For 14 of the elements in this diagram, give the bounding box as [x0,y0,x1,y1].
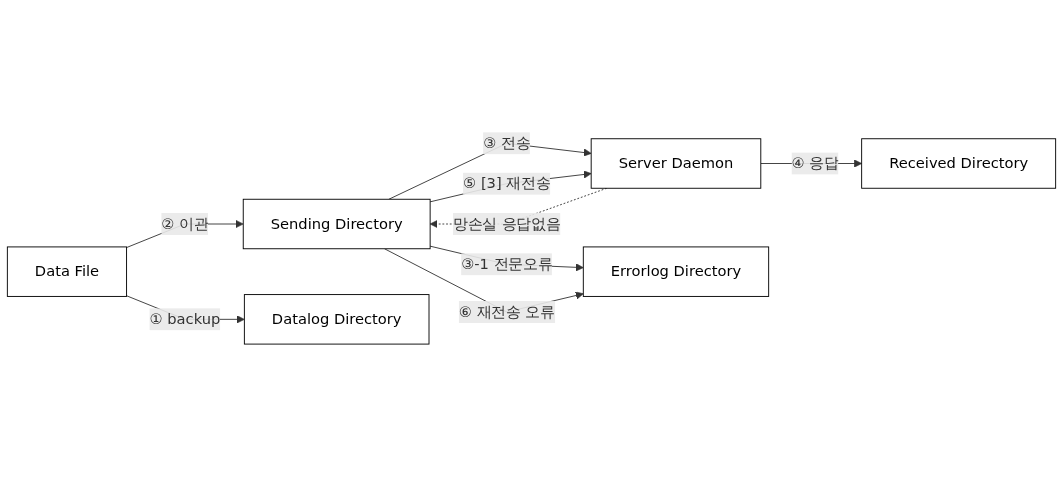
edge-label: ⑤ [3] 재전송 [463,174,551,193]
node-box: Data File [6,246,128,298]
node-box: Errorlog Directory [582,246,770,298]
edge-label: ② 이관 [161,215,209,233]
node-box: Received Directory [861,138,1057,189]
edge-label: ③ 전송 [483,134,531,152]
edge-label: ④ 응답 [791,154,839,173]
edge-label: ③-1 전문오류 [461,255,553,273]
node-box: Datalog Directory [243,294,430,345]
node-box: Server Daemon [590,138,762,189]
edge-label: 망손실 응답없음 [453,215,561,233]
node-box: Sending Directory [242,199,431,250]
edge-label: ⑥ 재전송 오류 [458,303,555,321]
edge-label: ① backup [149,310,221,328]
